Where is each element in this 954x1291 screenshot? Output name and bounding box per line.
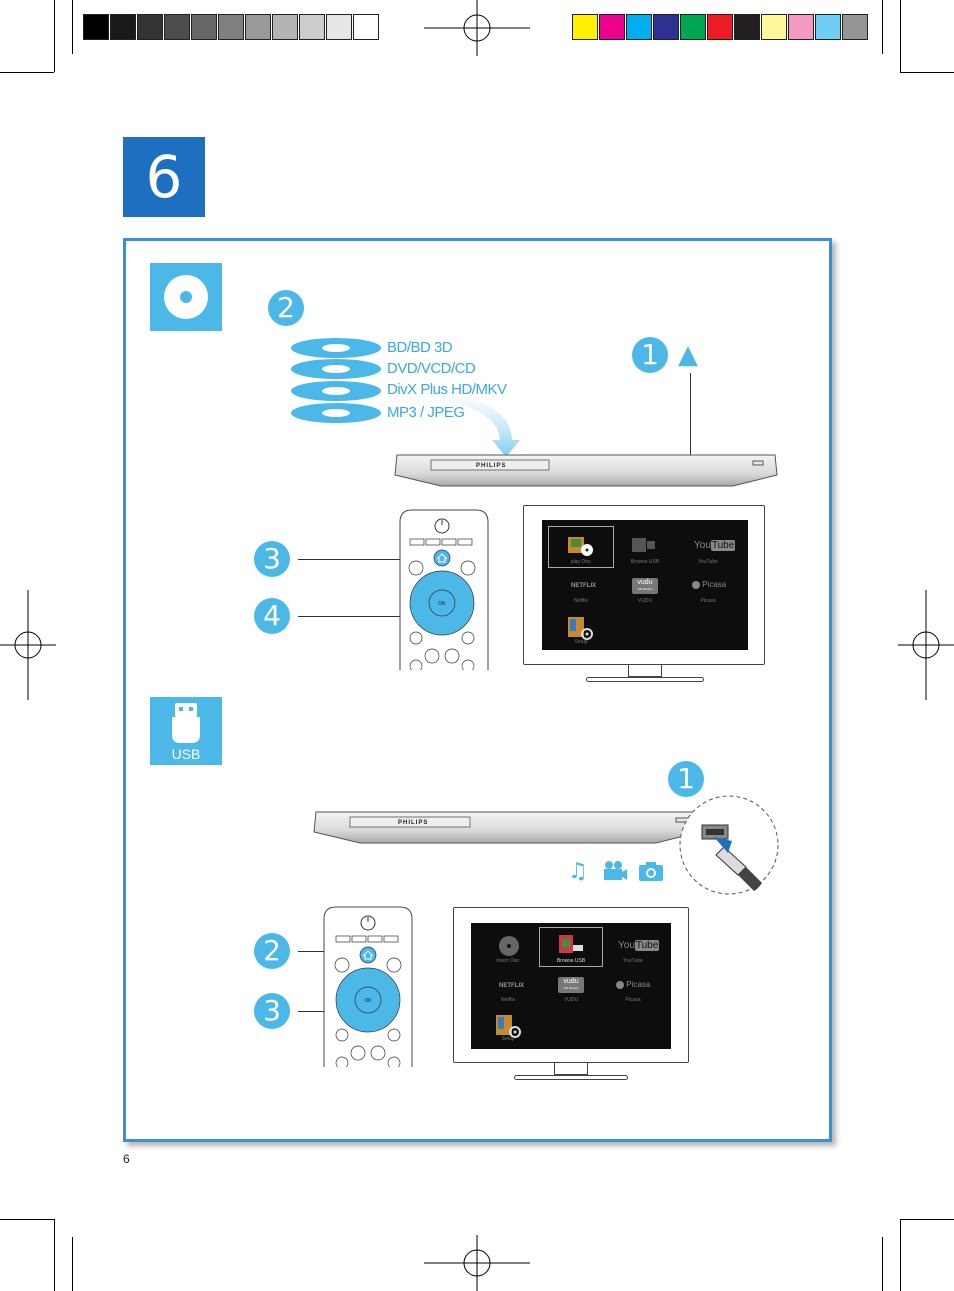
usb-blu-ray-player: [313, 811, 701, 844]
calibration-swatch: [191, 14, 217, 40]
picasa-logo: Picasa: [692, 580, 726, 589]
usb-step-1-badge: 1: [668, 761, 704, 797]
usb-callout-line-3: [298, 1011, 346, 1012]
insert-disc-icon: [499, 936, 519, 956]
svg-text:OK: OK: [438, 601, 446, 607]
usb-tv-stand-neck: [554, 1063, 588, 1075]
youtube-logo: YouTube: [694, 540, 736, 551]
disc-type-mp3: MP3 / JPEG: [387, 404, 465, 421]
disc-section-icon: [150, 263, 222, 331]
netflix-logo: NETFLIX: [571, 583, 596, 589]
calibration-swatch: [245, 14, 271, 40]
calibration-swatch: [599, 14, 625, 40]
usb-browse-usb-icon: [559, 935, 583, 953]
calibration-swatch: [626, 14, 652, 40]
menu-label-play-disc: play Disc: [570, 559, 592, 565]
eject-icon: ▲: [678, 340, 698, 370]
calibration-swatch: [137, 14, 163, 40]
usb-youtube-logo: YouTube: [618, 940, 660, 951]
usb-menu-item-browse-usb[interactable]: [539, 927, 603, 967]
page-number: 6: [123, 1152, 130, 1166]
disc-step-2-badge: 2: [268, 290, 304, 326]
disc-type-divx: DivX Plus HD/MKV: [387, 381, 507, 398]
menu-label-setup: Setup: [574, 639, 588, 645]
calibration-swatch: [842, 14, 868, 40]
usb-menu-label-vudu: VUDU: [563, 997, 579, 1003]
menu-label-vudu: VUDU: [637, 598, 653, 604]
menu-label-youtube: YouTube: [698, 559, 718, 565]
eject-pointer-line: [690, 373, 691, 457]
calibration-swatch: [572, 14, 598, 40]
usb-menu-label-picasa: Picasa: [625, 997, 641, 1003]
usb-netflix-logo: NETFLIX: [499, 983, 524, 989]
usb-step-2-badge: 2: [254, 933, 290, 969]
usb-port-zoom: [679, 795, 779, 895]
disc-step-3-badge: 3: [254, 541, 290, 577]
calibration-swatch: [272, 14, 298, 40]
calibration-swatch: [734, 14, 760, 40]
usb-section-icon: USB: [150, 697, 222, 765]
disc-step-4-badge: 4: [254, 598, 290, 634]
usb-setup-icon: [496, 1015, 521, 1038]
calibration-swatch: [83, 14, 109, 40]
disc-type-bd: BD/BD 3D: [387, 339, 453, 356]
photo-camera-icon: [639, 862, 663, 881]
usb-menu-label-browse-usb: Browse USB: [556, 958, 586, 964]
menu-label-browse-usb: Browse USB: [630, 559, 660, 565]
vudu-logo: vudu HD Movies: [632, 578, 658, 594]
calibration-swatch: [815, 14, 841, 40]
calibration-swatch: [707, 14, 733, 40]
usb-player-brand-logo: PHILIPS: [398, 820, 429, 826]
menu-label-picasa: Picasa: [700, 598, 716, 604]
calibration-swatch: [788, 14, 814, 40]
chapter-number: 6: [145, 143, 183, 211]
calibration-swatch: [761, 14, 787, 40]
usb-vudu-logo: vudu HD Movies: [558, 977, 584, 993]
svg-text:OK: OK: [364, 998, 372, 1004]
disc-icon: [164, 275, 208, 319]
disc-type-dvd: DVD/VCD/CD: [387, 360, 476, 377]
calibration-swatch: [218, 14, 244, 40]
blu-ray-player: [394, 454, 778, 487]
usb-menu-label-setup: Setup: [501, 1036, 515, 1042]
usb-step-3-badge: 3: [254, 993, 290, 1029]
usb-menu-label-youtube: YouTube: [623, 958, 643, 964]
callout-line-4: [298, 616, 416, 617]
browse-usb-icon: [632, 538, 655, 552]
tv-stand-neck: [628, 665, 662, 677]
calibration-swatch: [299, 14, 325, 40]
remote-control: OK: [399, 509, 489, 670]
calibration-swatch: [326, 14, 352, 40]
music-note-icon: ♫: [568, 859, 588, 884]
calibration-swatch: [680, 14, 706, 40]
content-frame: [123, 238, 832, 1142]
calibration-swatch: [164, 14, 190, 40]
usb-stick-icon: [172, 703, 200, 743]
menu-label-netflix: Netflix: [574, 598, 588, 604]
calibration-swatch: [353, 14, 379, 40]
tv-stand-base: [586, 677, 704, 682]
disc-step-1-badge: 1: [632, 337, 668, 373]
play-disc-icon: [568, 537, 593, 556]
chapter-badge: 6: [123, 137, 205, 217]
usb-menu-label-insert-disc: insert Disc: [496, 958, 520, 964]
usb-tv-stand-base: [514, 1075, 628, 1080]
usb-menu-label-netflix: Netflix: [501, 997, 515, 1003]
insert-arrow-icon: [440, 395, 520, 457]
disc-stack: [291, 338, 381, 423]
calibration-swatch: [110, 14, 136, 40]
setup-icon: [568, 617, 593, 640]
usb-remote-control: OK: [323, 906, 413, 1067]
callout-line-3: [298, 559, 428, 560]
usb-label: USB: [171, 746, 201, 762]
usb-picasa-logo: Picasa: [616, 980, 650, 989]
menu-item-play-disc[interactable]: [548, 526, 614, 568]
calibration-swatch: [653, 14, 679, 40]
video-camera-icon: [604, 861, 627, 880]
player-brand-logo: PHILIPS: [476, 463, 507, 469]
